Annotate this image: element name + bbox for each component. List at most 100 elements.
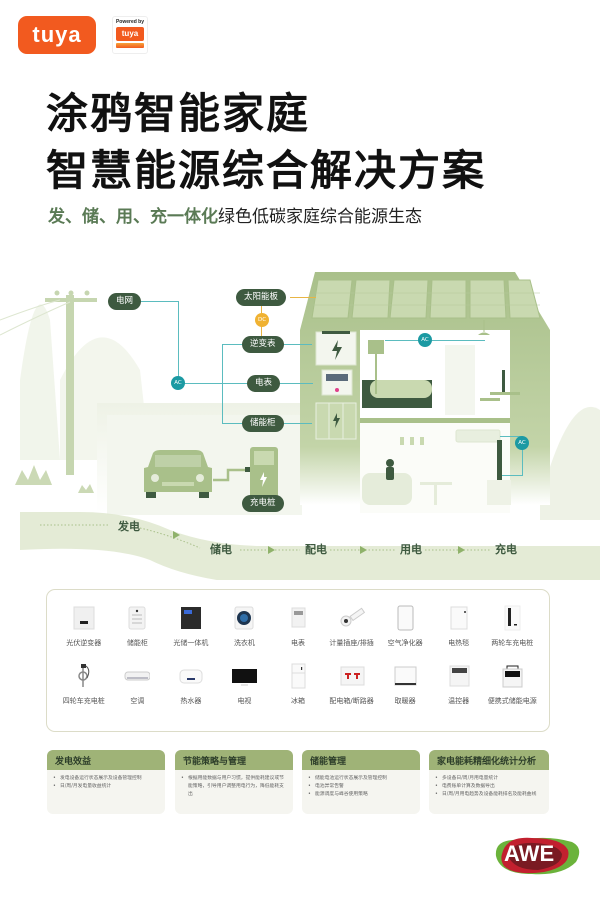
portable-power-icon [499, 662, 525, 690]
scene-background [0, 272, 600, 580]
thermostat-icon [446, 662, 472, 690]
product-item: 电热毯 [432, 604, 486, 648]
products-panel: 光伏逆变器 储能柜光储一体机 洗衣机电表 计量插座/排插 空气净化器 电热毯 两轮车充电桩四… [46, 589, 550, 732]
product-item: 配电箱/断路器 [325, 662, 379, 706]
tv-icon [231, 662, 258, 690]
card-item: 电池异常告警 [308, 783, 414, 791]
ev-charger-icon [71, 662, 97, 690]
hybrid-unit-icon [178, 604, 204, 632]
awe-logo: AWE [492, 832, 582, 878]
smart-plug-icon [339, 604, 365, 632]
product-label: 热水器 [180, 697, 202, 705]
powered-by-logo: tuya [116, 27, 144, 41]
air-purifier-icon [392, 604, 418, 632]
product-label: 电表 [290, 639, 305, 647]
subtitle-rest: 绿色低碳家庭综合能源生态 [218, 207, 422, 227]
ac-badge-tv: AC [515, 436, 529, 450]
storage-cabinet-icon [124, 604, 150, 632]
product-label: 计量插座/排插 [329, 639, 374, 647]
node-solar-panel: 太阳能板 [236, 289, 287, 306]
flow-arrow-icon [458, 546, 465, 554]
dc-badge-solar: DC [255, 313, 269, 327]
flow-step-use: 用电 [400, 543, 422, 556]
card-list: 发电设备运行状态展示及设备管理控制 日/周/月发电量收益统计 [47, 770, 165, 796]
card-item: 电费账单计算及数据导出 [435, 783, 543, 791]
tv-line-h [500, 436, 522, 437]
product-item: 空调 [111, 662, 165, 706]
product-item: 电视 [218, 662, 272, 706]
ac-badge-bedroom: AC [418, 333, 432, 347]
ac-badge-grid: AC [171, 376, 185, 390]
flow-step-store: 储电 [210, 543, 232, 556]
product-label: 光储一体机 [173, 639, 209, 647]
meter-icon [285, 604, 311, 632]
flow-step-charge: 充电 [495, 543, 517, 556]
product-label: 取暖器 [394, 697, 416, 705]
flow-arrow-icon [360, 546, 367, 554]
product-item: 空气净化器 [378, 604, 432, 648]
product-item: 热水器 [164, 662, 218, 706]
node-storage: 储能柜 [242, 415, 284, 432]
card-title: 发电效益 [47, 750, 165, 770]
node-inverter: 逆变表 [242, 336, 284, 353]
tuya-logo-text: tuya [32, 22, 82, 47]
awe-logo-text: AWE [504, 841, 555, 866]
powered-by-label: Powered by [115, 19, 145, 25]
product-label: 便携式储能电源 [487, 697, 537, 705]
card-list: 多设备日/周/月用电量统计 电费账单计算及数据导出 日/周/月用电趋势及设备能耗… [429, 770, 549, 804]
product-label: 电热毯 [448, 639, 470, 647]
product-label: 空气净化器 [387, 639, 423, 647]
heater-icon [392, 662, 418, 690]
air-conditioner-icon [124, 662, 151, 690]
tv-line-v [522, 436, 523, 476]
product-item: 取暖器 [378, 662, 432, 706]
node-meter: 电表 [247, 375, 281, 392]
flow-step-distribute: 配电 [305, 543, 327, 556]
product-label: 光伏逆变器 [66, 639, 102, 647]
card-item: 根据用能数据与用户习惯，提供能耗建议或节能策略，引导用户调整用电行为，降低能耗支… [181, 775, 287, 799]
tuya-logo: tuya [18, 16, 96, 54]
inverter-icon [71, 604, 97, 632]
product-label: 空调 [130, 697, 145, 705]
ebike-charger-icon [499, 604, 525, 632]
card-storage-management: 储能管理 储能电池运行状态展示及管理控制 电池异常告警 能源调度与峰谷使用策略 [302, 750, 420, 814]
powered-by-tuya-badge: Powered by tuya [112, 16, 148, 54]
subtitle-highlight: 发、储、用、充一体化 [48, 207, 218, 227]
awe-logo-shape [495, 837, 580, 875]
fridge-icon [285, 662, 311, 690]
product-label: 电视 [237, 697, 252, 705]
product-item: 温控器 [432, 662, 486, 706]
electric-blanket-icon [446, 604, 472, 632]
page-title-line2: 智慧能源综合解决方案 [46, 146, 487, 195]
product-label: 温控器 [448, 697, 470, 705]
grid-line-h [131, 301, 179, 302]
page-title-line1: 涂鸦智能家庭 [46, 89, 311, 138]
solar-dc-line-h [290, 297, 316, 298]
card-list: 储能电池运行状态展示及管理控制 电池异常告警 能源调度与峰谷使用策略 [302, 770, 420, 804]
card-item: 储能电池运行状态展示及管理控制 [308, 775, 414, 783]
node-charger: 充电桩 [242, 495, 284, 512]
bedroom-ac-line [385, 340, 485, 341]
card-appliance-analytics: 家电能耗精细化统计分析 多设备日/周/月用电量统计 电费账单计算及数据导出 日/… [429, 750, 549, 814]
card-item: 日/周/月用电趋势及设备能耗排名及能耗曲线 [435, 791, 543, 799]
product-item: 洗衣机 [218, 604, 272, 648]
flow-arrow-icon [173, 531, 180, 539]
product-item: 便携式储能电源 [485, 662, 539, 706]
card-title: 家电能耗精细化统计分析 [429, 750, 549, 770]
card-title: 储能管理 [302, 750, 420, 770]
badge-stripe [116, 43, 144, 48]
card-energy-strategy: 节能策略与管理 根据用能数据与用户习惯，提供能耗建议或节能策略，引导用户调整用电… [175, 750, 293, 814]
product-item: 两轮车充电桩 [485, 604, 539, 648]
card-item: 发电设备运行状态展示及设备管理控制 [53, 775, 159, 783]
product-item: 四轮车充电桩 [57, 662, 111, 706]
card-item: 多设备日/周/月用电量统计 [435, 775, 543, 783]
tv-line-h2 [502, 475, 522, 476]
product-item: 光伏逆变器 [57, 604, 111, 648]
product-item: 电表 [271, 604, 325, 648]
product-item: 光储一体机 [164, 604, 218, 648]
product-label: 两轮车充电桩 [491, 639, 534, 647]
product-item: 计量插座/排插 [325, 604, 379, 648]
product-item: 储能柜 [111, 604, 165, 648]
card-generation-benefit: 发电效益 发电设备运行状态展示及设备管理控制 日/周/月发电量收益统计 [47, 750, 165, 814]
product-label: 四轮车充电桩 [62, 697, 105, 705]
